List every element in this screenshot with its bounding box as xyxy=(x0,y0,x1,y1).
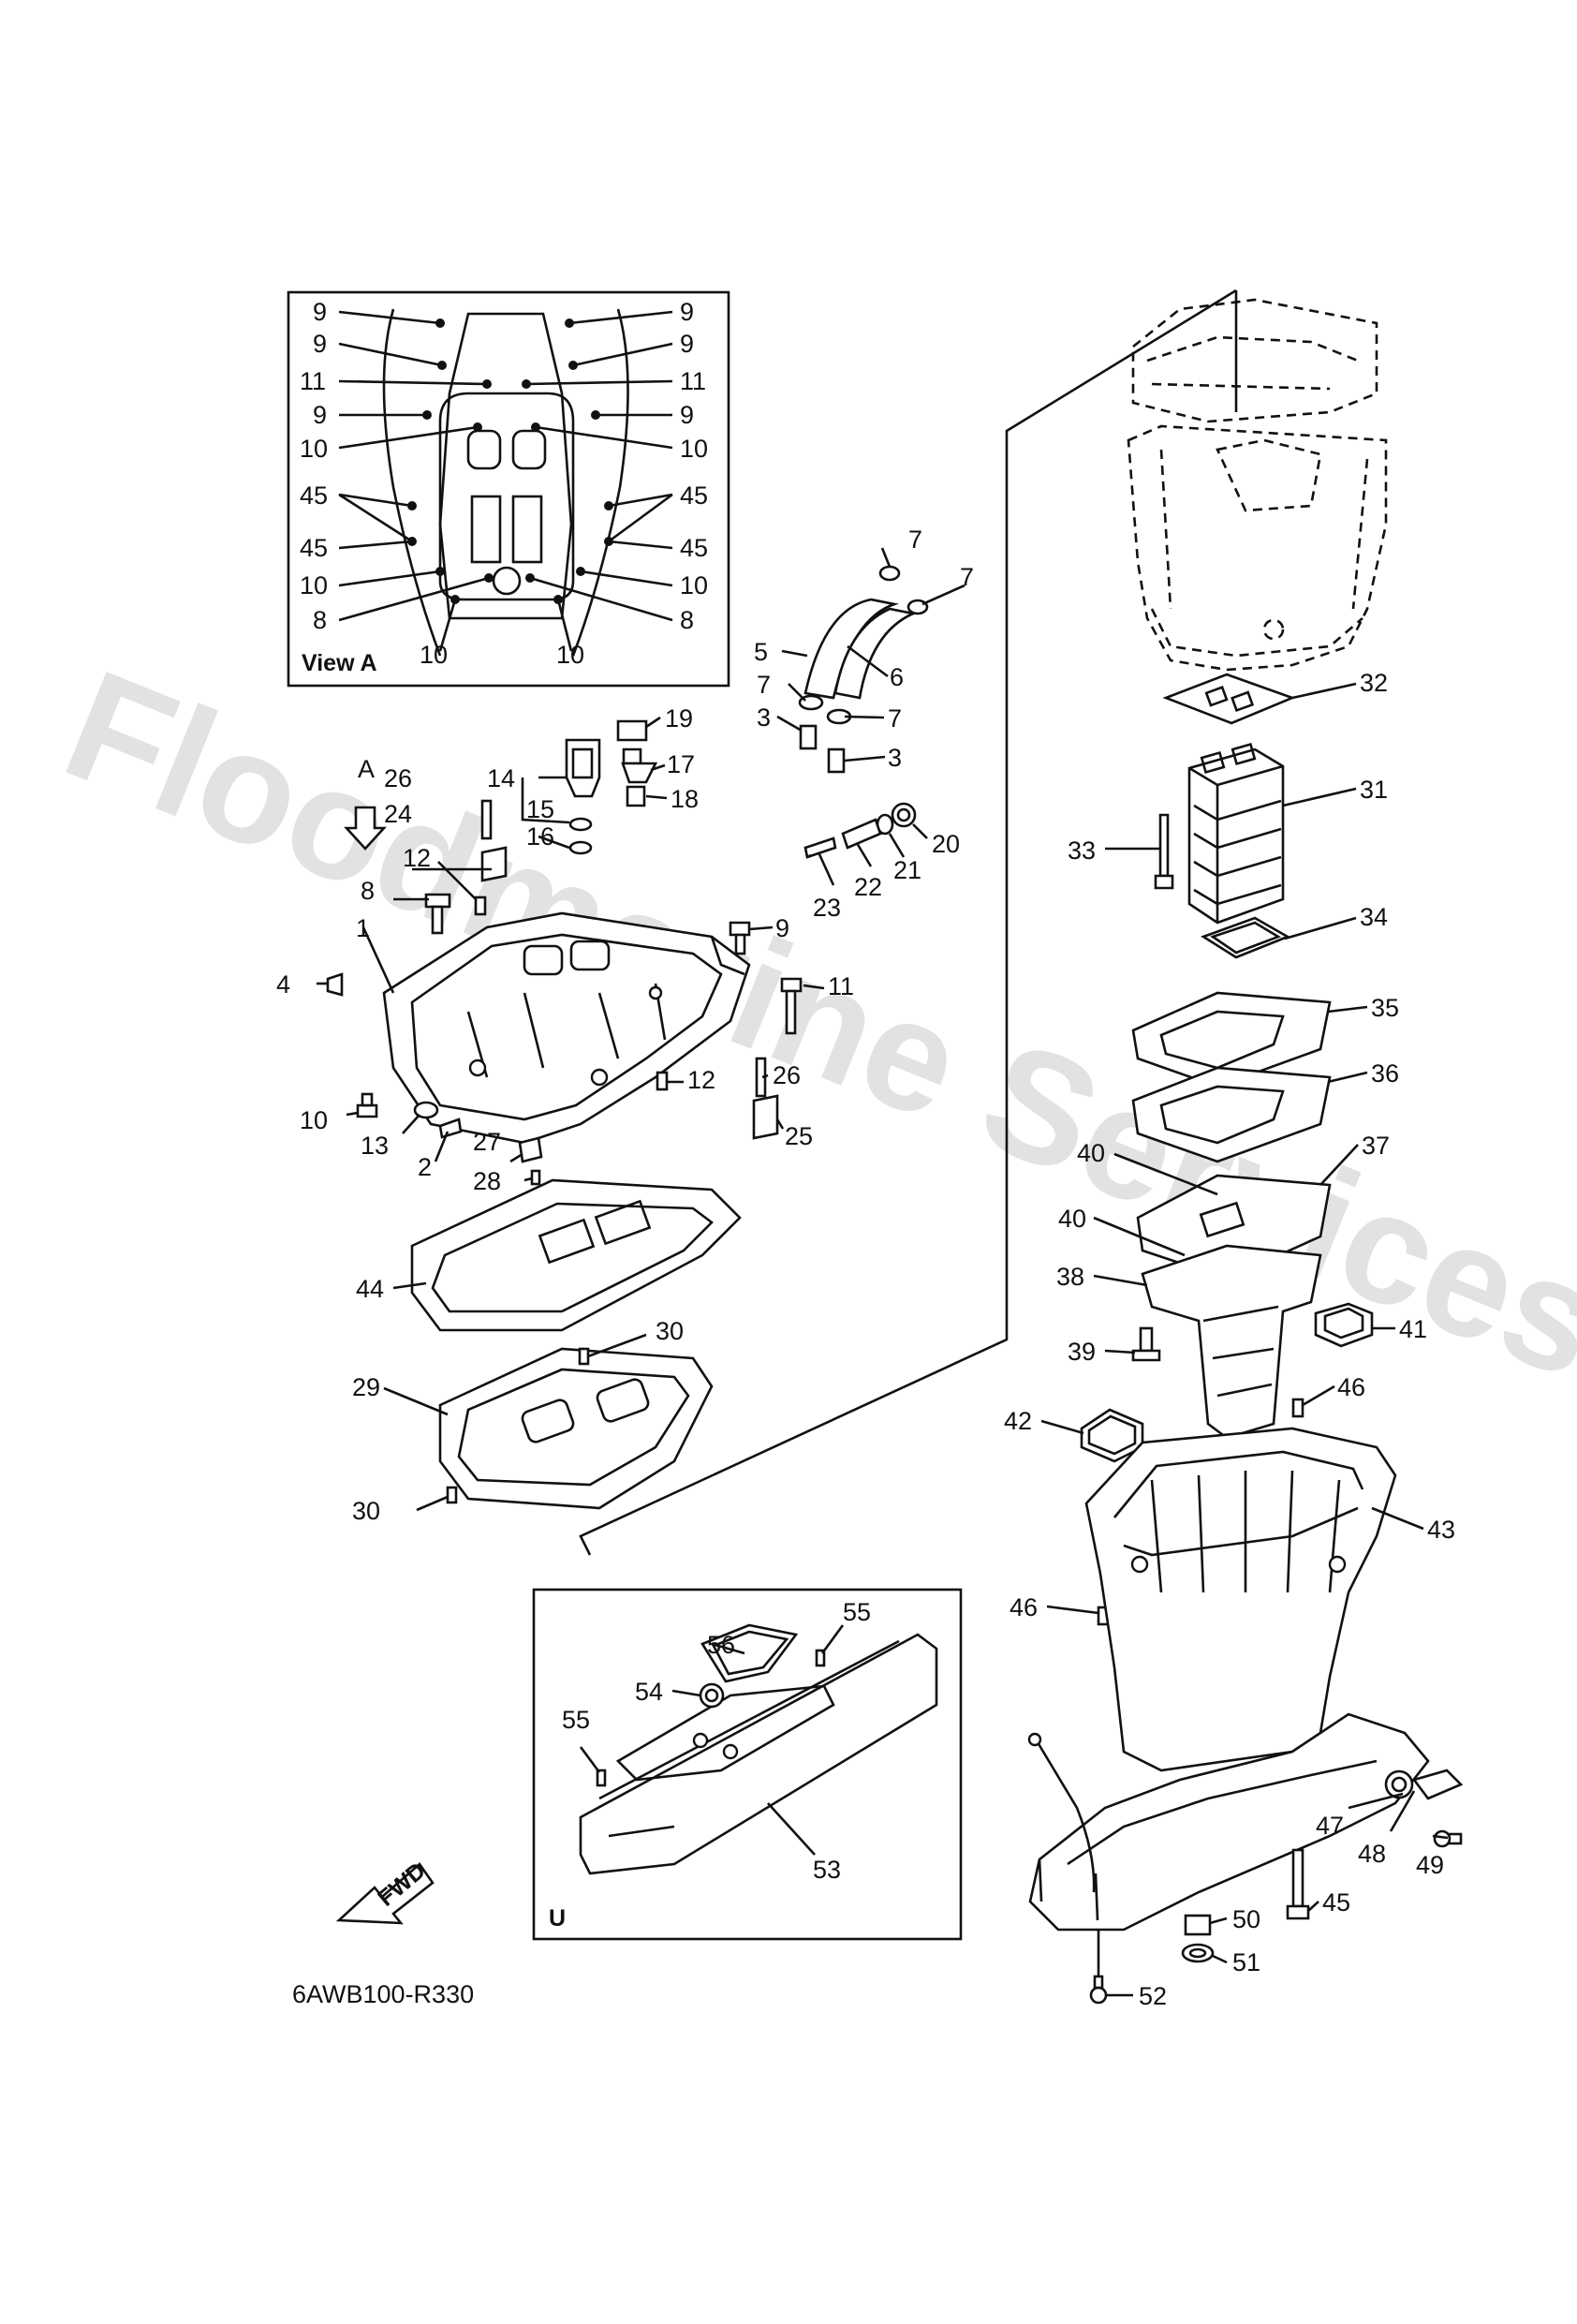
inset-callout: 10 xyxy=(420,641,448,669)
callout-54: 54 xyxy=(635,1678,663,1706)
inset-callout: 9 xyxy=(680,298,694,326)
callout-22: 22 xyxy=(854,873,882,901)
inset-callout: 45 xyxy=(300,481,328,510)
callout-56: 56 xyxy=(707,1631,735,1659)
inset-callout: 45 xyxy=(680,534,708,562)
inset-callout: 9 xyxy=(313,401,327,429)
callout-7c: 7 xyxy=(757,671,771,699)
callout-3b: 3 xyxy=(888,744,902,772)
callout-55a: 55 xyxy=(843,1598,871,1626)
callout-28: 28 xyxy=(473,1167,501,1195)
callout-41: 41 xyxy=(1399,1315,1427,1343)
inset-callout: 10 xyxy=(680,571,708,600)
callout-52: 52 xyxy=(1139,1982,1167,2010)
inset-callout: 10 xyxy=(680,435,708,463)
callout-53: 53 xyxy=(813,1856,841,1884)
callout-24: 24 xyxy=(384,800,412,828)
callout-51: 51 xyxy=(1232,1948,1260,1976)
callout-12b: 12 xyxy=(687,1066,715,1094)
leader-lines xyxy=(317,547,1449,1997)
callout-9: 9 xyxy=(775,914,789,942)
callout-3: 3 xyxy=(757,703,771,732)
callout-37: 37 xyxy=(1362,1132,1390,1160)
callout-21: 21 xyxy=(893,856,921,884)
callout-26b: 26 xyxy=(773,1061,801,1089)
callout-34: 34 xyxy=(1360,903,1388,931)
callout-11: 11 xyxy=(828,972,854,1000)
inset-callout: 8 xyxy=(680,606,694,634)
callout-33: 33 xyxy=(1068,836,1096,865)
callout-20: 20 xyxy=(932,830,960,858)
callout-7d: 7 xyxy=(888,704,902,733)
callout-29: 29 xyxy=(352,1373,380,1401)
inset-callout: 10 xyxy=(300,435,328,463)
callout-12a: 12 xyxy=(403,844,431,872)
callout-6: 6 xyxy=(890,663,904,691)
callout-47: 47 xyxy=(1316,1812,1344,1840)
callout-27: 27 xyxy=(473,1128,501,1156)
callout-15: 15 xyxy=(526,795,554,823)
callout-10: 10 xyxy=(300,1106,328,1134)
callout-8: 8 xyxy=(361,877,375,905)
callout-16: 16 xyxy=(526,822,554,851)
inset-callout: 45 xyxy=(680,481,708,510)
callout-44: 44 xyxy=(356,1275,384,1303)
callout-13: 13 xyxy=(361,1132,389,1160)
inset-callout: 10 xyxy=(300,571,328,600)
callout-46a: 46 xyxy=(1337,1373,1365,1401)
callout-14: 14 xyxy=(487,764,515,792)
callout-50: 50 xyxy=(1232,1905,1260,1933)
callout-5: 5 xyxy=(754,638,768,666)
callout-7b: 7 xyxy=(960,563,974,591)
inset-callout: 9 xyxy=(313,330,327,358)
inset-u-title: U xyxy=(549,1905,566,1932)
callout-2: 2 xyxy=(418,1153,432,1181)
callout-18: 18 xyxy=(671,785,699,813)
callout-17: 17 xyxy=(667,750,695,778)
diagram-code: 6AWB100-R330 xyxy=(292,1980,474,2008)
callout-30a: 30 xyxy=(656,1317,684,1345)
callout-36: 36 xyxy=(1371,1059,1399,1088)
callout-46b: 46 xyxy=(1010,1593,1038,1621)
callout-26a: 26 xyxy=(384,764,412,792)
watermark-text: Floodmarine Services xyxy=(44,636,1577,1412)
callout-23: 23 xyxy=(813,894,841,922)
callout-49: 49 xyxy=(1416,1851,1444,1879)
inset-callout: 9 xyxy=(313,298,327,326)
callout-32: 32 xyxy=(1360,669,1388,697)
callout-38: 38 xyxy=(1056,1263,1084,1291)
callout-40a: 40 xyxy=(1077,1139,1105,1167)
inset-callout: 8 xyxy=(313,606,327,634)
callout-7a: 7 xyxy=(908,525,922,554)
callout-30b: 30 xyxy=(352,1497,380,1525)
callout-1: 1 xyxy=(356,914,370,942)
callout-48: 48 xyxy=(1358,1840,1386,1868)
callout-35: 35 xyxy=(1371,994,1399,1022)
callout-39: 39 xyxy=(1068,1338,1096,1366)
callout-40b: 40 xyxy=(1058,1205,1086,1233)
inset-callout: 10 xyxy=(556,641,584,669)
callout-55b: 55 xyxy=(562,1706,590,1734)
inset-title: View A xyxy=(302,650,377,676)
upper-casing-reference xyxy=(1127,298,1388,672)
inset-u: U xyxy=(532,1588,963,1941)
inset-callout: 11 xyxy=(680,367,706,395)
callout-19: 19 xyxy=(665,704,693,733)
inset-callout: 9 xyxy=(680,401,694,429)
callout-45: 45 xyxy=(1322,1888,1350,1917)
left-column-parts: FWD xyxy=(326,565,929,1925)
view-arrow-label: A xyxy=(358,755,375,783)
callout-31: 31 xyxy=(1360,776,1388,804)
inset-callout: 45 xyxy=(300,534,328,562)
callout-42: 42 xyxy=(1004,1407,1032,1435)
callout-4: 4 xyxy=(276,970,290,999)
callout-labels: 1 2 3 3 4 5 6 7 7 7 7 8 9 10 11 12 12 13… xyxy=(276,525,1455,2010)
inset-callout: 9 xyxy=(680,330,694,358)
callout-43: 43 xyxy=(1427,1516,1455,1544)
callout-25: 25 xyxy=(785,1122,813,1150)
inset-view-a: 9 9 11 9 10 45 45 10 8 10 9 9 11 9 10 45… xyxy=(287,290,730,688)
inset-callout: 11 xyxy=(300,367,326,395)
